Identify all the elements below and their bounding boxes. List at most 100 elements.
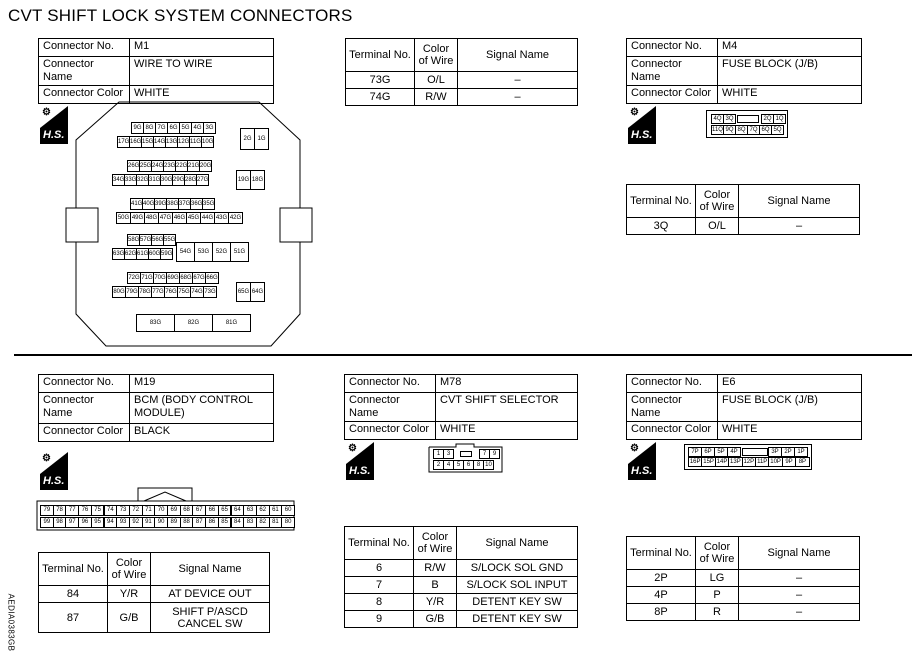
connector-color-value: WHITE xyxy=(717,421,862,440)
connector-no-value: M19 xyxy=(129,374,274,393)
connector-color-label: Connector Color xyxy=(626,421,718,440)
connector-pin: 48G xyxy=(144,212,159,224)
connector-pin: 85 xyxy=(217,517,232,528)
connector-pin: 73 xyxy=(116,505,130,516)
connector-pin: 60 xyxy=(281,505,295,516)
connector-pin: 65 xyxy=(217,505,232,516)
connector-pin: 78G xyxy=(138,286,152,298)
signal-header: Signal Name xyxy=(738,536,860,570)
connector-pin: 13P xyxy=(728,457,743,467)
connector-cavity xyxy=(737,115,759,123)
connector-pin: 24G xyxy=(151,160,164,172)
connector-name-value: FUSE BLOCK (J/B) xyxy=(717,392,862,422)
connector-pin: 2P xyxy=(781,447,795,457)
connector-no-value: E6 xyxy=(717,374,862,393)
connector-pin: 75G xyxy=(177,286,191,298)
signal-table-m19: Terminal No. Color of Wire Signal Name 8… xyxy=(38,552,270,633)
connector-pin: 54G xyxy=(176,242,195,262)
connector-m1-outline xyxy=(65,101,313,347)
connector-name-value: CVT SHIFT SELECTOR xyxy=(435,392,578,422)
connector-pin: 68 xyxy=(179,505,194,516)
connector-pin: 7P xyxy=(688,447,702,457)
connector-pin: 12P xyxy=(741,457,756,467)
connector-name-label: Connector Name xyxy=(344,392,436,422)
connector-name-label: Connector Name xyxy=(38,56,130,86)
terminal-header: Terminal No. xyxy=(345,38,415,72)
connector-pin: 72 xyxy=(128,505,143,516)
connector-pin: 31G xyxy=(148,174,161,186)
connector-pin: 74 xyxy=(103,505,118,516)
connector-pin: 15P xyxy=(701,457,716,467)
connector-pin: 64 xyxy=(230,505,245,516)
connector-pin: 95 xyxy=(90,517,105,528)
connector-pin: 55G xyxy=(163,234,176,246)
connector-m78-outline xyxy=(428,443,503,473)
connector-pin: 62 xyxy=(255,505,270,516)
connector-pin: 87 xyxy=(192,517,207,528)
connector-pin: 80G xyxy=(112,286,126,298)
connector-name-value: FUSE BLOCK (J/B) xyxy=(717,56,862,86)
connector-pin: 70 xyxy=(154,505,168,516)
connector-pin: 3P xyxy=(768,447,782,457)
connector-pin: 73G xyxy=(203,286,217,298)
connector-pin: 47G xyxy=(158,212,173,224)
signal-table-m78: Terminal No. Color of Wire Signal Name 6… xyxy=(344,526,578,628)
connector-no-label: Connector No. xyxy=(626,374,718,393)
connector-pin: 83G xyxy=(136,314,175,332)
connector-pin: 93 xyxy=(116,517,130,528)
connector-pin: 88 xyxy=(179,517,194,528)
hs-icon: ⚙H.S. xyxy=(346,442,374,480)
connector-pin: 10P xyxy=(768,457,783,467)
connector-no-label: Connector No. xyxy=(344,374,436,393)
connector-pin: 10G xyxy=(201,136,214,148)
terminal-header: Terminal No. xyxy=(626,536,696,570)
connector-pin: 3Q xyxy=(723,114,736,124)
connector-pin: 46G xyxy=(172,212,187,224)
connector-pin: 65G xyxy=(236,282,251,302)
connector-no-label: Connector No. xyxy=(38,374,130,393)
connector-pin: 91 xyxy=(141,517,156,528)
color-header: Color of Wire xyxy=(413,526,457,560)
connector-pin: 66G xyxy=(205,272,219,284)
connector-pin: 35G xyxy=(202,198,215,210)
connector-pin: 43G xyxy=(214,212,229,224)
connector-pin: 76 xyxy=(78,505,92,516)
connector-color-label: Connector Color xyxy=(38,85,130,104)
connector-color-label: Connector Color xyxy=(38,423,130,442)
connector-pin: 80 xyxy=(281,517,295,528)
connector-pin: 81 xyxy=(268,517,283,528)
connector-pin: 99 xyxy=(40,517,54,528)
connector-pin: 51G xyxy=(230,242,249,262)
connector-pin: 69G xyxy=(166,272,180,284)
figure-code: AEDIA0383GB xyxy=(6,593,16,652)
signal-table-m4: Terminal No. Color of Wire Signal Name 3… xyxy=(626,184,860,235)
connector-pin: 75 xyxy=(90,505,105,516)
connector-pin: 11P xyxy=(755,457,770,467)
connector-color-value: WHITE xyxy=(717,85,862,104)
connector-pin: 33G xyxy=(124,174,137,186)
connector-pin: 14P xyxy=(714,457,730,467)
connector-pin: 66 xyxy=(205,505,219,516)
connector-pin: 1P xyxy=(794,447,808,457)
connector-pin: 67 xyxy=(192,505,207,516)
signal-header: Signal Name xyxy=(150,552,270,586)
connector-pin: 16P xyxy=(688,457,703,467)
connector-pin: 90 xyxy=(154,517,168,528)
connector-pin: 64G xyxy=(250,282,265,302)
connector-no-value: M1 xyxy=(129,38,274,57)
connector-pin: 2G xyxy=(240,128,255,150)
connector-pin: 63 xyxy=(243,505,257,516)
terminal-header: Terminal No. xyxy=(38,552,108,586)
signal-header: Signal Name xyxy=(738,184,860,218)
color-header: Color of Wire xyxy=(414,38,458,72)
connector-pin: 9G xyxy=(131,122,144,134)
connector-pin: 71 xyxy=(141,505,156,516)
connector-color-label: Connector Color xyxy=(344,421,436,440)
hs-icon: ⚙H.S. xyxy=(628,442,656,480)
